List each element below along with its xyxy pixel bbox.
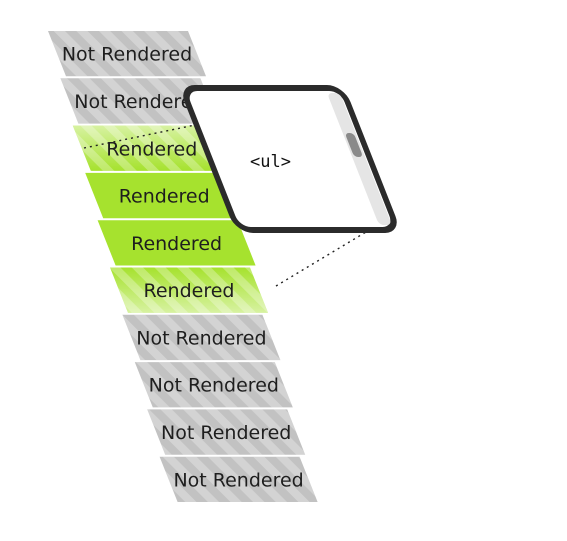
row-background — [97, 220, 256, 266]
row-stripes — [134, 362, 293, 408]
not-rendered-row: Not Rendered — [48, 31, 206, 77]
row-fade — [110, 267, 268, 313]
not-rendered-row: Not Rendered — [159, 456, 318, 502]
not-rendered-row: Not Rendered — [60, 78, 219, 124]
rendered-row: Rendered — [110, 267, 268, 313]
row-label: Not Rendered — [62, 44, 192, 66]
rendered-row: Rendered — [72, 125, 231, 171]
row-stripes — [147, 409, 306, 455]
row-fade — [72, 125, 231, 171]
row-background — [85, 172, 244, 219]
row-stripes — [60, 78, 219, 124]
projection-line-bottom — [275, 231, 367, 287]
rendered-row: Rendered — [97, 220, 256, 266]
not-rendered-row: Not Rendered — [147, 409, 306, 455]
row-label: Not Rendered — [173, 469, 303, 491]
row-label: Not Rendered — [136, 327, 266, 349]
row-label: Not Rendered — [74, 91, 204, 113]
row-label: Rendered — [144, 280, 235, 302]
rendered-row: Rendered — [85, 172, 244, 219]
row-stripes — [48, 31, 206, 77]
row-label: Rendered — [119, 186, 210, 208]
not-rendered-row: Not Rendered — [134, 362, 293, 408]
scrollbar-track[interactable] — [327, 93, 392, 225]
viewport-window — [183, 85, 397, 233]
scrollbar-thumb[interactable] — [345, 133, 363, 157]
row-stripes — [122, 314, 281, 361]
row-stripes — [159, 456, 318, 502]
row-label: Rendered — [106, 138, 197, 160]
row-label: Rendered — [131, 233, 222, 255]
not-rendered-row: Not Rendered — [122, 314, 281, 361]
row-label: Not Rendered — [161, 422, 291, 444]
ul-element-label: <ul> — [250, 152, 291, 172]
row-label: Not Rendered — [149, 375, 279, 397]
